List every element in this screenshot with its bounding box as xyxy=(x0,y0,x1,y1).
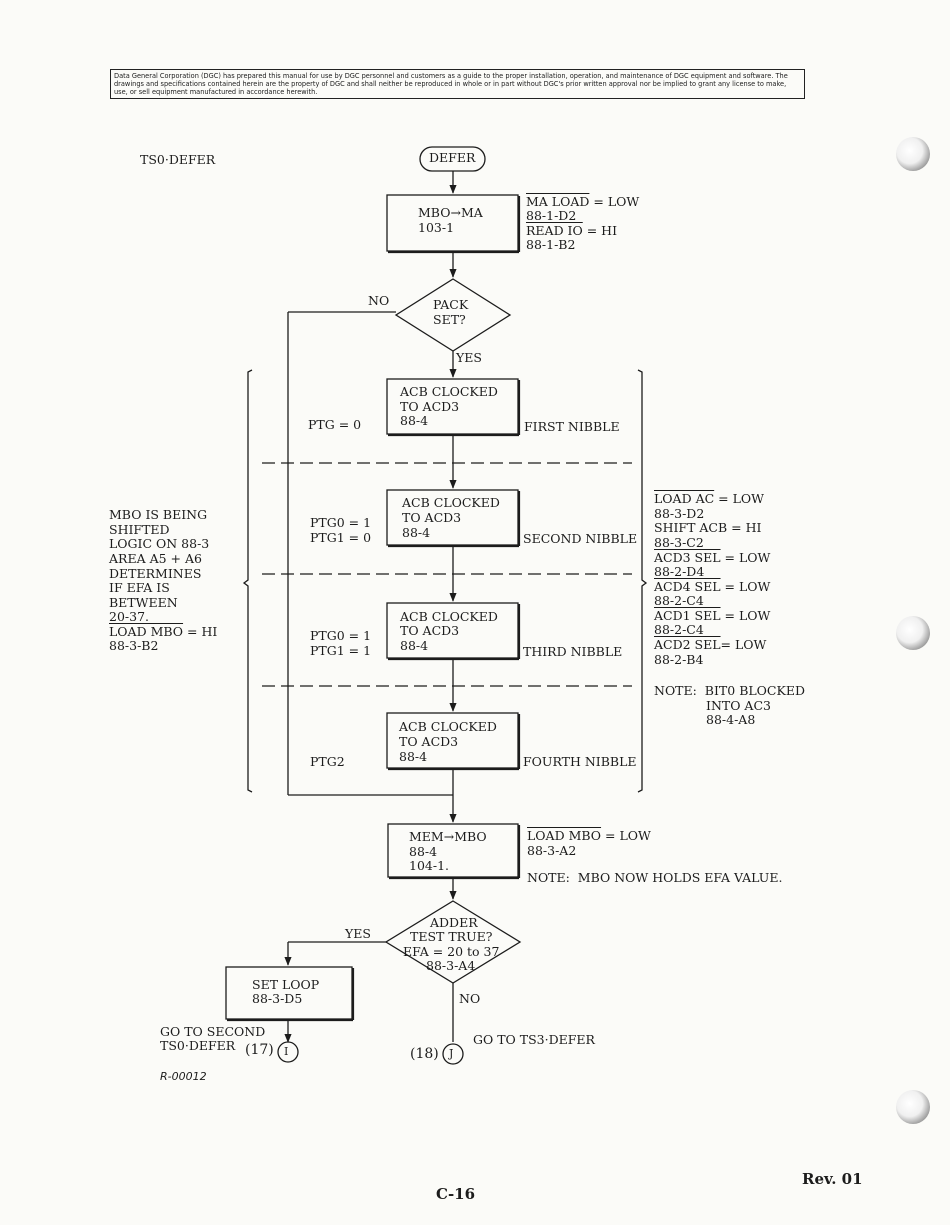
load-ac-ref: 88-3-D2 xyxy=(654,506,705,521)
load-ac-signal: LOAD AC = LOW xyxy=(654,491,764,506)
nibble-1-line2: TO ACD3 xyxy=(400,399,460,414)
left-note-line: BETWEEN xyxy=(109,595,178,610)
acd3-sel-ref: 88-2-D4 xyxy=(654,564,705,579)
acd2-sel-ref: 88-2-B4 xyxy=(654,652,704,667)
ma-load-signal: MA LOAD = LOW xyxy=(526,194,640,209)
nibble-3-ptg0: PTG0 = 1 xyxy=(310,628,372,643)
left-note-line: AREA A5 + A6 xyxy=(109,551,202,566)
efa-note: NOTE: MBO NOW HOLDS EFA VALUE. xyxy=(527,870,783,885)
left-note-line: 20-37. xyxy=(109,609,150,624)
acd2-sel-signal: ACD2 SEL= LOW xyxy=(654,637,767,652)
page-number: C-16 xyxy=(436,1185,476,1203)
nibble-2-line1: ACB CLOCKED xyxy=(402,495,500,510)
nibble-1-line1: ACB CLOCKED xyxy=(400,384,498,399)
nibble-3-ptg1: PTG1 = 1 xyxy=(310,643,372,658)
proprietary-notice: Data General Corporation (DGC) has prepa… xyxy=(110,69,805,99)
nibble-2-label: SECOND NIBBLE xyxy=(523,531,638,546)
acd1-sel-ref: 88-2-C4 xyxy=(654,622,704,637)
box-mem-line2: 88-4 xyxy=(409,844,438,859)
bit0-note-line2: INTO AC3 xyxy=(706,698,771,713)
shift-acb-signal: SHIFT ACB = HI xyxy=(654,520,762,535)
defer-terminal: DEFER xyxy=(429,150,476,165)
pack-set-no-label: NO xyxy=(368,293,390,308)
nibble-1-ptg: PTG = 0 xyxy=(308,417,362,432)
bit0-note-line3: 88-4-A8 xyxy=(706,712,756,727)
left-note-line: DETERMINES xyxy=(109,566,202,581)
load-mbo-low-ref: 88-3-A2 xyxy=(527,843,577,858)
pack-set-line1: PACK xyxy=(433,297,469,312)
revision: Rev. 01 xyxy=(802,1170,863,1188)
nibble-4-line3: 88-4 xyxy=(399,749,428,764)
left-note-line: MBO IS BEING xyxy=(109,507,208,522)
box-mbo-ma-line2: 103-1 xyxy=(418,220,455,235)
acd4-sel-ref: 88-2-C4 xyxy=(654,593,704,608)
connector-i-label: I xyxy=(284,1045,289,1058)
read-io-signal: READ IO = HI xyxy=(526,223,618,238)
binder-hole-top xyxy=(896,137,930,171)
goto-ts3-text: GO TO TS3·DEFER xyxy=(473,1032,595,1047)
adder-line2: TEST TRUE? xyxy=(410,929,493,944)
box-mem-line3: 104-1. xyxy=(409,858,450,873)
nibble-2-line3: 88-4 xyxy=(402,525,431,540)
box-mem-line1: MEM→MBO xyxy=(409,829,487,844)
binder-hole-bottom xyxy=(896,1090,930,1124)
box-mbo-ma-line1: MBO→MA xyxy=(418,205,483,220)
adder-line4: 88-3-A4 xyxy=(426,958,476,973)
acd3-sel-signal: ACD3 SEL = LOW xyxy=(654,550,771,565)
nibble-3-line2: TO ACD3 xyxy=(400,623,460,638)
left-note-line: SHIFTED xyxy=(109,522,170,537)
connector-i-shape xyxy=(277,1041,299,1063)
load-mbo-low-signal: LOAD MBO = LOW xyxy=(527,828,651,843)
nibble-2-ptg1: PTG1 = 0 xyxy=(310,530,372,545)
goto-second-line2: TS0·DEFER xyxy=(160,1038,236,1053)
left-note-load-mbo: LOAD MBO = HI xyxy=(109,624,218,639)
nibble-3-label: THIRD NIBBLE xyxy=(523,644,623,659)
nibble-3-line3: 88-4 xyxy=(400,638,429,653)
nibble-2-line2: TO ACD3 xyxy=(402,510,462,525)
adder-yes-label: YES xyxy=(345,926,371,941)
left-note-line: 88-3-B2 xyxy=(109,638,159,653)
nibble-4-line1: ACB CLOCKED xyxy=(399,719,497,734)
page-label: TS0·DEFER xyxy=(140,152,216,167)
nibble-1-label: FIRST NIBBLE xyxy=(524,419,620,434)
box-loop-line1: SET LOOP xyxy=(252,977,320,992)
nibble-4-label: FOURTH NIBBLE xyxy=(523,754,637,769)
ma-load-ref: 88-1-D2 xyxy=(526,208,577,223)
adder-line1: ADDER xyxy=(430,915,478,930)
shift-acb-ref: 88-3-C2 xyxy=(654,535,704,550)
acd4-sel-signal: ACD4 SEL = LOW xyxy=(654,579,771,594)
read-io-ref: 88-1-B2 xyxy=(526,237,576,252)
nibble-4-ptg: PTG2 xyxy=(310,754,345,769)
nibble-3-line1: ACB CLOCKED xyxy=(400,609,498,624)
nibble-2-ptg0: PTG0 = 1 xyxy=(310,515,372,530)
connector-j-shape xyxy=(442,1043,464,1065)
nibble-1-line3: 88-4 xyxy=(400,413,429,428)
left-note-line: IF EFA IS xyxy=(109,580,170,595)
adder-no-label: NO xyxy=(459,991,481,1006)
acd1-sel-signal: ACD1 SEL = LOW xyxy=(654,608,771,623)
pack-set-line2: SET? xyxy=(433,312,466,327)
bit0-note-line1: NOTE: BIT0 BLOCKED xyxy=(654,683,805,698)
connector-j-label: J xyxy=(449,1047,454,1060)
nibble-4-line2: TO ACD3 xyxy=(399,734,459,749)
goto-second-line1: GO TO SECOND xyxy=(160,1024,266,1039)
goto-second-number: (17) xyxy=(245,1042,274,1058)
drawing-number: R-00012 xyxy=(160,1070,207,1083)
binder-hole-middle xyxy=(896,616,930,650)
box-loop-line2: 88-3-D5 xyxy=(252,991,303,1006)
goto-ts3-number: (18) xyxy=(410,1046,439,1062)
pack-set-yes-label: YES xyxy=(456,350,482,365)
left-note-line: LOGIC ON 88-3 xyxy=(109,536,210,551)
adder-line3: EFA = 20 to 37 xyxy=(403,944,500,959)
